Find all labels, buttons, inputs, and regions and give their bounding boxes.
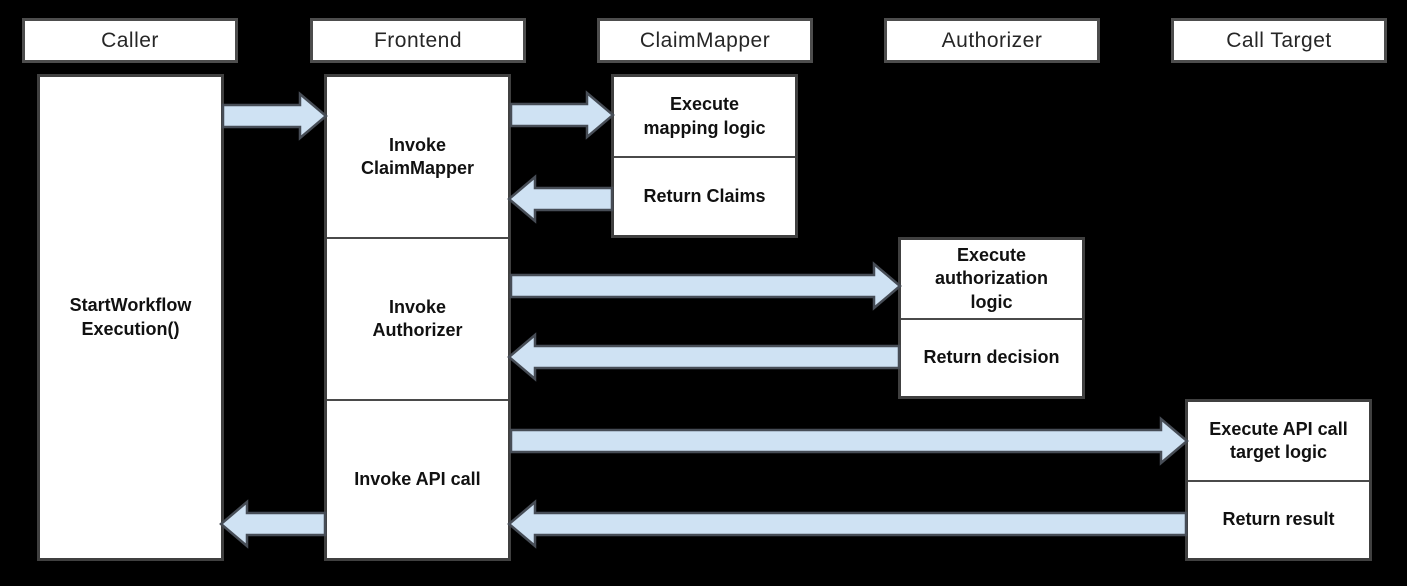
step-invoke-authorizer: Invoke Authorizer [327, 237, 508, 399]
activation-calltarget: Execute API call target logic Return res… [1185, 399, 1372, 561]
arrow-claimmapper-to-frontend [507, 174, 614, 224]
arrow-frontend-to-claimmapper [509, 90, 615, 140]
step-label: StartWorkflow Execution() [69, 295, 192, 339]
lifeline-header-frontend: Frontend [310, 18, 526, 63]
step-label: Invoke API call [354, 468, 481, 489]
step-execute-api-call-target-logic: Execute API call target logic [1188, 402, 1369, 480]
arrow-frontend-to-calltarget [509, 416, 1189, 466]
step-return-claims: Return Claims [614, 156, 795, 235]
step-label: Invoke ClaimMapper [360, 134, 475, 178]
step-execute-mapping-logic: Execute mapping logic [614, 77, 795, 156]
step-label: Execute authorization logic [935, 244, 1048, 312]
arrow-calltarget-to-frontend [507, 499, 1188, 549]
arrow-frontend-to-caller [219, 499, 327, 549]
step-execute-authorization-logic: Execute authorization logic [901, 240, 1082, 318]
activation-authorizer: Execute authorization logic Return decis… [898, 237, 1085, 399]
lifeline-header-caller: Caller [22, 18, 238, 63]
arrow-caller-to-frontend [221, 91, 328, 141]
arrow-authorizer-to-frontend [507, 332, 901, 382]
step-label: Execute API call target logic [1209, 418, 1348, 462]
step-label: Return decision [923, 347, 1060, 368]
step-invoke-claimmapper: Invoke ClaimMapper [327, 77, 508, 237]
step-label: Invoke Authorizer [372, 296, 463, 340]
arrow-frontend-to-authorizer [509, 261, 902, 311]
lifeline-header-calltarget: Call Target [1171, 18, 1387, 63]
activation-caller: StartWorkflow Execution() [37, 74, 224, 561]
step-label: Return Claims [643, 185, 766, 206]
lifeline-header-authorizer: Authorizer [884, 18, 1100, 63]
step-return-decision: Return decision [901, 318, 1082, 396]
activation-claimmapper: Execute mapping logic Return Claims [611, 74, 798, 238]
activation-frontend: Invoke ClaimMapper Invoke Authorizer Inv… [324, 74, 511, 561]
step-label: Return result [1222, 509, 1335, 530]
step-return-result: Return result [1188, 480, 1369, 558]
step-label: Execute mapping logic [643, 94, 766, 138]
step-startworkflowexecution: StartWorkflow Execution() [40, 77, 221, 558]
lifeline-header-claimmapper: ClaimMapper [597, 18, 813, 63]
step-invoke-api-call: Invoke API call [327, 399, 508, 558]
